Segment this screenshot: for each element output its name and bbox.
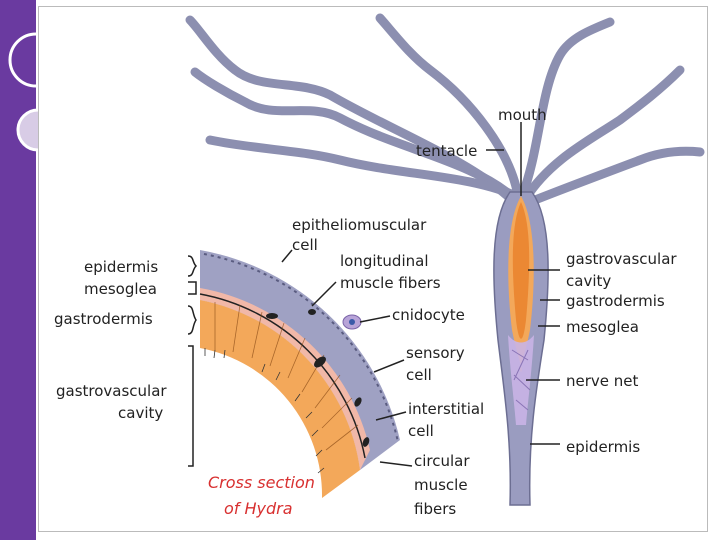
label-tentacle: tentacle <box>416 142 477 160</box>
label-epidermis-right: epidermis <box>566 438 640 456</box>
label-sensory-cell: cell <box>406 366 432 384</box>
label-cnidocyte: cnidocyte <box>392 306 465 324</box>
label-longitudinal: longitudinal <box>340 252 428 270</box>
sidebar <box>0 0 36 540</box>
left-brackets <box>187 255 198 467</box>
label-gastrodermis-left: gastrodermis <box>54 310 153 328</box>
label-longitudinal-muscle-fibers: muscle fibers <box>340 274 441 292</box>
label-mesoglea-right: mesoglea <box>566 318 639 336</box>
tentacles <box>185 13 705 207</box>
label-mesoglea-left: mesoglea <box>84 280 157 298</box>
caption-line-1: Cross section <box>208 473 315 492</box>
label-circular-muscle: muscle <box>414 476 468 494</box>
diagram-labels: mouth tentacle epitheliomuscular cell lo… <box>54 106 677 518</box>
label-gastrovascular-right-cavity: cavity <box>566 272 611 290</box>
label-circular-fibers: fibers <box>414 500 456 518</box>
label-interstitial: interstitial <box>408 400 484 418</box>
label-epitheliomuscular: epitheliomuscular <box>292 216 427 234</box>
label-gastrovascular-left-cavity: cavity <box>118 404 163 422</box>
label-gastrodermis-right: gastrodermis <box>566 292 665 310</box>
label-mouth: mouth <box>498 106 547 124</box>
caption-line-2: of Hydra <box>224 499 293 518</box>
label-gastrovascular-right: gastrovascular <box>566 250 677 268</box>
label-interstitial-cell: cell <box>408 422 434 440</box>
cross-section <box>199 250 400 498</box>
hydra-body <box>493 191 549 506</box>
caption: Cross section of Hydra <box>208 473 315 518</box>
label-circular: circular <box>414 452 470 470</box>
label-gastrovascular-left: gastrovascular <box>56 382 167 400</box>
label-epidermis-left: epidermis <box>84 258 158 276</box>
label-sensory: sensory <box>406 344 465 362</box>
label-nerve-net: nerve net <box>566 372 639 390</box>
label-epitheliomuscular-cell: cell <box>292 236 318 254</box>
leader-lines <box>281 122 560 467</box>
